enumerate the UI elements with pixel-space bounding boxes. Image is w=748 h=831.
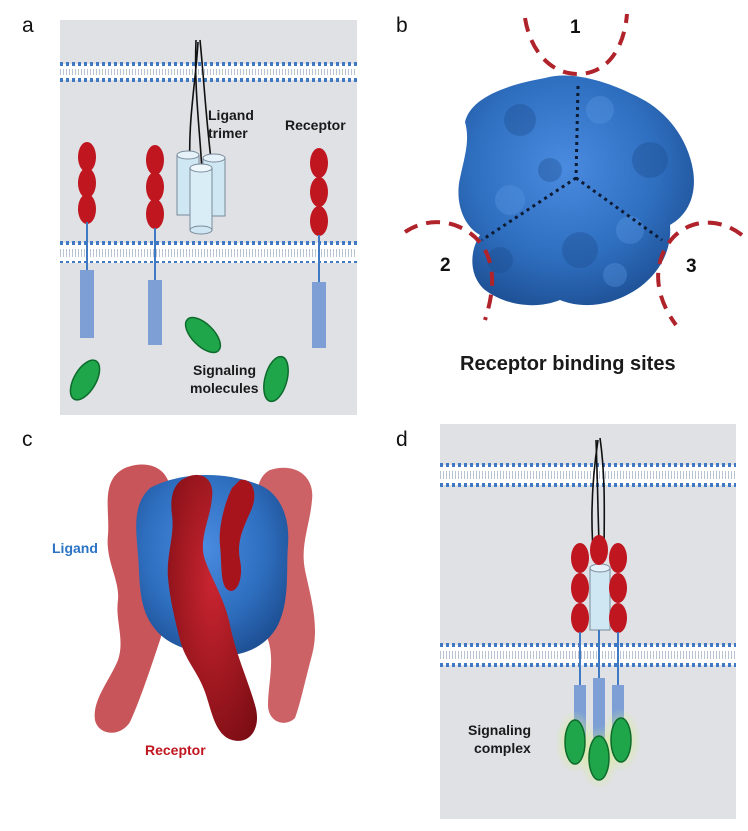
panel-a-signaling-molecule bbox=[69, 359, 101, 401]
panel-d: d bbox=[396, 424, 736, 819]
panel-d-receptor-right bbox=[609, 543, 627, 737]
panel-a: a bbox=[22, 14, 357, 415]
panel-c-receptor-label: Receptor bbox=[145, 742, 206, 758]
panel-a-ligand-trimer bbox=[176, 39, 226, 235]
panel-a-signaling-label-1: Signaling bbox=[193, 362, 256, 378]
panel-b-surface-texture bbox=[487, 96, 668, 287]
panel-d-ligand-trimer bbox=[589, 567, 611, 631]
panel-d-complex-label-2: complex bbox=[474, 740, 531, 756]
panel-b: b 1 2 3 Receptor binding site bbox=[396, 13, 744, 375]
panel-b-site-3: 3 bbox=[686, 256, 697, 277]
panel-a-signaling-label-2: molecules bbox=[190, 380, 259, 396]
panel-c: c Ligand Receptor bbox=[22, 428, 315, 758]
panel-b-letter: b bbox=[396, 14, 408, 37]
panel-d-receptor-center bbox=[590, 535, 608, 738]
panel-a-receptor-3 bbox=[310, 148, 328, 348]
panel-a-receptor-1 bbox=[78, 142, 96, 338]
panel-a-signaling-molecule bbox=[184, 316, 222, 354]
panel-c-receptor-inner bbox=[219, 479, 255, 591]
panel-b-subunit-dividers bbox=[481, 85, 663, 242]
panel-d-cell-membrane bbox=[440, 643, 736, 667]
panel-a-letter: a bbox=[22, 14, 34, 37]
panel-a-signaling-molecule bbox=[263, 355, 289, 403]
panel-c-receptor-center bbox=[167, 474, 258, 741]
panel-a-cell-membrane bbox=[60, 241, 357, 265]
panel-b-site-1: 1 bbox=[570, 17, 581, 38]
panel-d-letter: d bbox=[396, 428, 408, 451]
panel-a-top-membrane bbox=[60, 62, 357, 82]
panel-c-letter: c bbox=[22, 428, 33, 451]
panel-a-receptor-2 bbox=[146, 145, 164, 345]
panel-d-top-membrane bbox=[440, 463, 736, 487]
panel-a-ligand-label-1: Ligand bbox=[208, 107, 254, 123]
panel-c-ligand-label: Ligand bbox=[52, 540, 98, 556]
panel-b-caption: Receptor binding sites bbox=[460, 353, 676, 375]
panel-d-signaling-complex bbox=[555, 708, 641, 790]
panel-d-complex-label-1: Signaling bbox=[468, 722, 531, 738]
panel-b-binding-site-arcs bbox=[403, 13, 744, 327]
panel-b-ligand-surface bbox=[458, 75, 694, 306]
panel-a-receptor-label: Receptor bbox=[285, 117, 346, 133]
panel-a-ligand-label-2: trimer bbox=[208, 125, 248, 141]
panel-b-site-2: 2 bbox=[440, 255, 451, 276]
